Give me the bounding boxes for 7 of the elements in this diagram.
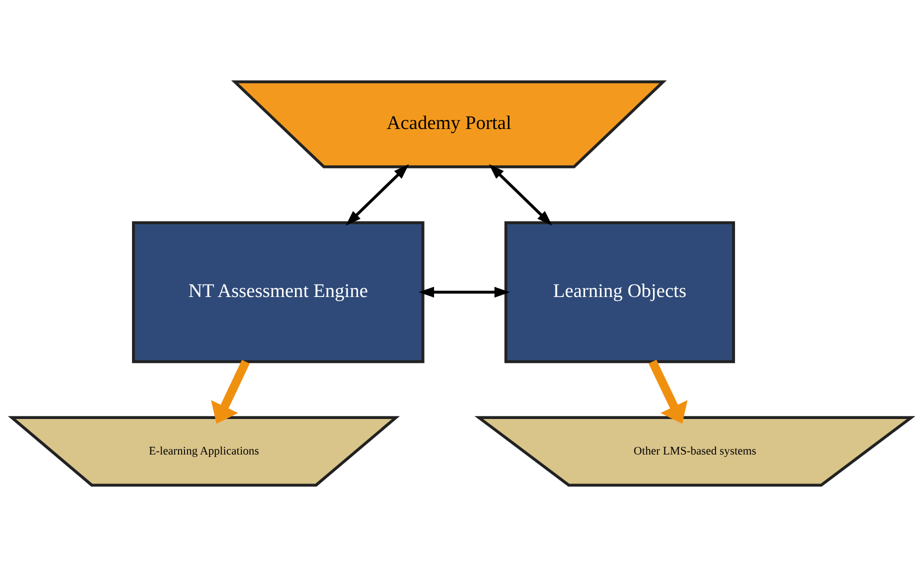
node-box: Learning Objects bbox=[504, 221, 736, 364]
arrow bbox=[488, 164, 552, 226]
arrow bbox=[648, 360, 688, 424]
arrow bbox=[211, 360, 250, 424]
arrow bbox=[418, 286, 510, 298]
arrow bbox=[346, 164, 410, 226]
node-box: NT Assessment Engine bbox=[132, 221, 424, 364]
